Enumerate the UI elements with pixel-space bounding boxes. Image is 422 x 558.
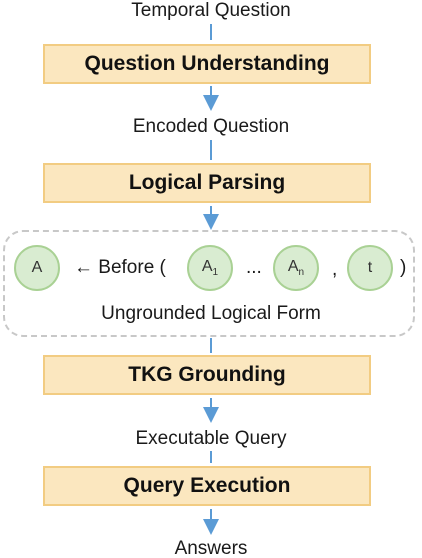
before-relation-text: ← Before ( [74, 257, 166, 278]
ungrounded-logical-form-caption: Ungrounded Logical Form [101, 303, 321, 324]
question-understanding-box: Question Understanding [43, 44, 371, 84]
argument-node-first-label: A1 [201, 257, 219, 279]
time-node: t [347, 245, 393, 291]
close-paren-text: ) [400, 257, 407, 278]
answer-node: A [14, 245, 60, 291]
time-node-label: t [367, 259, 373, 276]
executable-query-label: Executable Query [135, 428, 287, 449]
ellipsis-text: ... [246, 257, 262, 278]
answers-label: Answers [174, 538, 248, 558]
encoded-question-label: Encoded Question [132, 116, 290, 137]
tkg-grounding-box: TKG Grounding [43, 355, 371, 395]
comma-text: , [332, 259, 338, 280]
argument-node-first: A1 [187, 245, 233, 291]
temporal-question-label: Temporal Question [131, 0, 291, 21]
logical-parsing-box: Logical Parsing [43, 163, 371, 203]
argument-node-last: An [273, 245, 319, 291]
ungrounded-logical-form-panel [3, 230, 415, 337]
answer-node-label: A [31, 259, 43, 276]
query-execution-box: Query Execution [43, 466, 371, 506]
argument-node-last-label: An [287, 257, 305, 279]
